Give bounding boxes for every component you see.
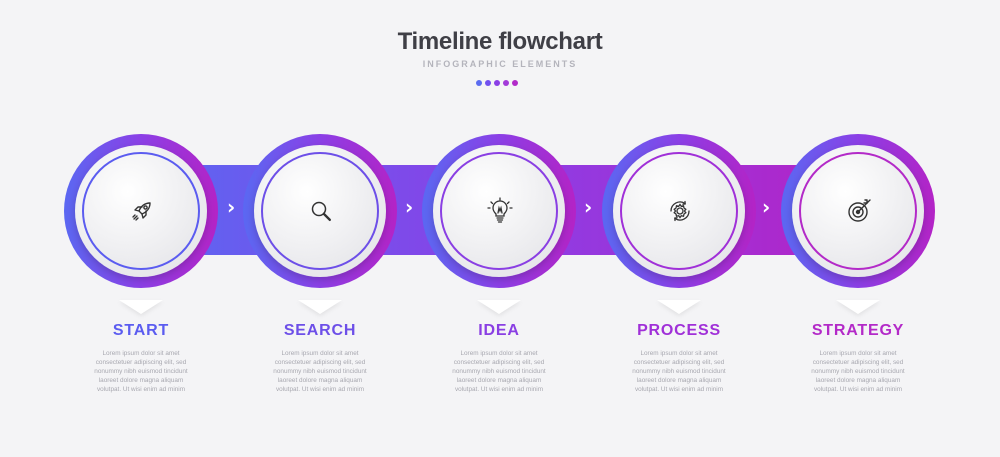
step-description: Lorem ipsum dolor sit amet consectetuer a… (235, 349, 405, 394)
step-description-line: volutpat. Ut wisi enim ad minim (275, 386, 365, 393)
dot-3 (494, 80, 500, 86)
step-description-line: consectetuer adipiscing elit, sed (633, 359, 725, 366)
step-inner-ring-3 (440, 152, 558, 270)
chevron-right-icon: › (227, 195, 236, 219)
step-description-line: Lorem ipsum dolor sit amet (460, 350, 538, 357)
chevron-down-icon (836, 300, 880, 314)
chevron-down-icon (477, 300, 521, 314)
step-description: Lorem ipsum dolor sit amet consectetuer a… (594, 349, 764, 394)
step-inner-ring-2 (261, 152, 379, 270)
step-description-line: laoreet dolore magna aliquam (815, 377, 901, 384)
step-description: Lorem ipsum dolor sit amet consectetuer a… (773, 349, 943, 394)
step-description-line: consectetuer adipiscing elit, sed (95, 359, 187, 366)
step-description-line: Lorem ipsum dolor sit amet (640, 350, 718, 357)
step-title: IDEA (478, 322, 520, 339)
step-description-line: laoreet dolore magna aliquam (98, 377, 184, 384)
step-description-line: nonummy nibh euismod tincidunt (811, 368, 905, 375)
dot-4 (503, 80, 509, 86)
chevron-right-icon: › (762, 195, 771, 219)
chevron-down-icon (298, 300, 342, 314)
step-description-line: nonummy nibh euismod tincidunt (273, 368, 367, 375)
step-strategy: STRATEGY Lorem ipsum dolor sit amet consec… (773, 322, 943, 394)
chevron-down-icon (657, 300, 701, 314)
gear-icon (664, 195, 696, 227)
step-description-line: consectetuer adipiscing elit, sed (812, 359, 904, 366)
step-start: START Lorem ipsum dolor sit amet consectet… (56, 322, 226, 394)
decorative-dots (476, 80, 518, 86)
step-description-line: Lorem ipsum dolor sit amet (102, 350, 180, 357)
dot-1 (476, 80, 482, 86)
lightbulb-icon (484, 195, 516, 227)
chevron-right-icon: › (584, 195, 593, 219)
rocket-icon (126, 195, 158, 227)
page-title: Timeline flowchart (397, 28, 603, 55)
step-description-line: consectetuer adipiscing elit, sed (274, 359, 366, 366)
target-icon (843, 195, 875, 227)
step-description-line: consectetuer adipiscing elit, sed (453, 359, 545, 366)
step-idea: IDEA Lorem ipsum dolor sit amet consectetu… (414, 322, 584, 394)
step-disc-1 (75, 145, 207, 277)
step-description-line: laoreet dolore magna aliquam (277, 377, 363, 384)
page-subtitle: INFOGRAPHIC ELEMENTS (422, 59, 578, 69)
step-disc-4 (613, 145, 745, 277)
step-process: PROCESS Lorem ipsum dolor sit amet consect… (594, 322, 764, 394)
step-description-line: Lorem ipsum dolor sit amet (819, 350, 897, 357)
step-title: PROCESS (637, 322, 721, 339)
step-description-line: volutpat. Ut wisi enim ad minim (813, 386, 903, 393)
step-inner-ring-1 (82, 152, 200, 270)
step-description-line: Lorem ipsum dolor sit amet (281, 350, 359, 357)
step-description-line: nonummy nibh euismod tincidunt (632, 368, 726, 375)
step-description: Lorem ipsum dolor sit amet consectetuer a… (414, 349, 584, 394)
step-description-line: volutpat. Ut wisi enim ad minim (96, 386, 186, 393)
step-description-line: volutpat. Ut wisi enim ad minim (454, 386, 544, 393)
chevron-down-icon (119, 300, 163, 314)
magnifier-icon (305, 195, 337, 227)
dot-2 (485, 80, 491, 86)
step-description-line: laoreet dolore magna aliquam (456, 377, 542, 384)
step-description-line: volutpat. Ut wisi enim ad minim (634, 386, 724, 393)
step-description: Lorem ipsum dolor sit amet consectetuer a… (56, 349, 226, 394)
chevron-right-icon: › (405, 195, 414, 219)
step-description-line: nonummy nibh euismod tincidunt (452, 368, 546, 375)
step-title: SEARCH (283, 322, 357, 339)
step-disc-2 (254, 145, 386, 277)
step-inner-ring-4 (620, 152, 738, 270)
step-title: STRATEGY (811, 322, 905, 339)
dot-5 (512, 80, 518, 86)
step-title: START (112, 322, 170, 339)
step-search: SEARCH Lorem ipsum dolor sit amet consecte… (235, 322, 405, 394)
step-description-line: laoreet dolore magna aliquam (636, 377, 722, 384)
step-inner-ring-5 (799, 152, 917, 270)
step-description-line: nonummy nibh euismod tincidunt (94, 368, 188, 375)
